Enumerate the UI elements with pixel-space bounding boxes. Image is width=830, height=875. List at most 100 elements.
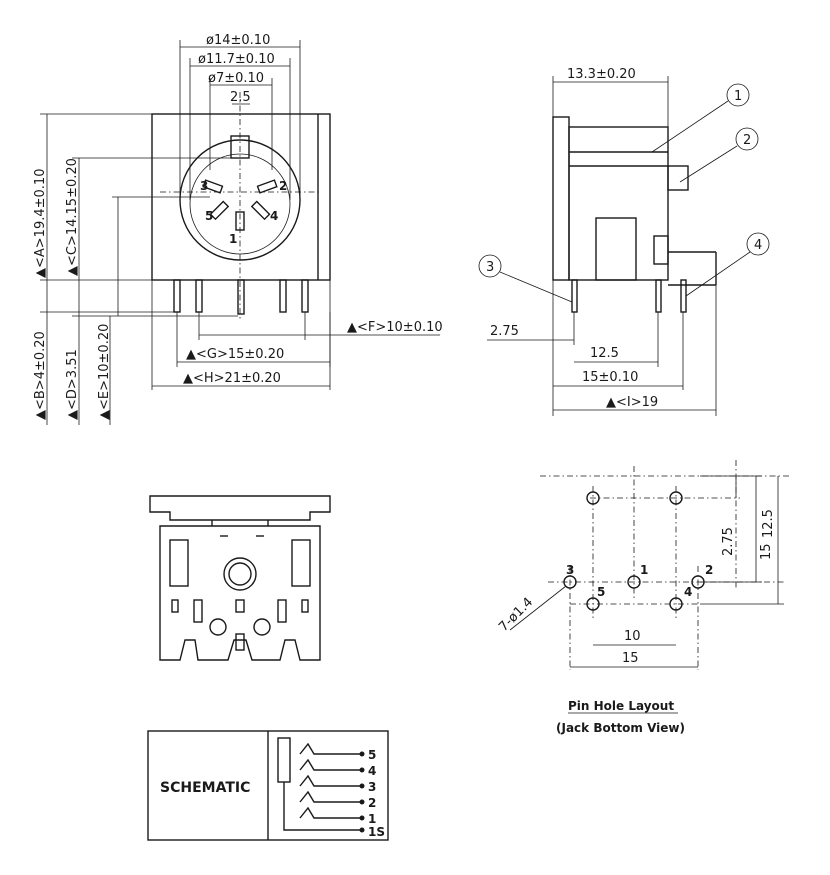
front-pin-label-4: 4 — [270, 209, 278, 223]
schematic-pin-1: 1 — [368, 812, 376, 826]
dim-F: ▲<F>10±0.10 — [347, 320, 443, 335]
pin-socket-5 — [209, 200, 230, 221]
schematic-pin-3: 3 — [368, 780, 376, 794]
callout-3 — [478, 254, 502, 278]
dim-H: ▲<H>21±0.20 — [183, 371, 281, 386]
hole-top-right — [669, 491, 683, 505]
pin-socket-3 — [202, 179, 224, 194]
rear-center-hole-inner — [228, 562, 252, 586]
rear-post-right — [253, 618, 271, 636]
rear-top-flange — [149, 495, 331, 521]
front-lead-3 — [237, 279, 245, 315]
rear-pin-slot-4 — [277, 599, 287, 623]
callout-2 — [735, 127, 759, 151]
front-lead-5 — [301, 279, 309, 313]
rear-body — [159, 525, 321, 661]
schematic-label: SCHEMATIC — [160, 780, 250, 796]
front-lead-2 — [195, 279, 203, 313]
dim-w25: 2.5 — [230, 90, 251, 105]
rear-slot-left — [169, 539, 189, 587]
rear-slot-right — [291, 539, 311, 587]
hole-top-left — [586, 491, 600, 505]
dim-A: ▲<A>19.4±0.10 — [33, 169, 48, 278]
rear-pin-slot-5 — [301, 599, 309, 613]
dim-C: ▲<C>14.15±0.20 — [65, 158, 80, 276]
callout-1-label: 1 — [734, 89, 742, 104]
side-view: 13.3±0.20 1 2 3 4 2.75 12.5 15±0.10 ▲<I>… — [478, 67, 770, 416]
pin-socket-4 — [250, 200, 271, 221]
front-pin-label-3: 3 — [200, 179, 208, 193]
side-tab — [667, 165, 689, 191]
hole-1 — [627, 575, 641, 589]
front-lead-4 — [279, 279, 287, 313]
dim-holes: 7-ø1.4 — [496, 595, 536, 635]
rear-pin-slot-center — [235, 633, 245, 651]
dim-side-15: 15±0.10 — [582, 370, 638, 385]
pin-hole-layout: 3 1 2 5 4 2.75 12.5 15 7-ø1.4 10 15 Pin … — [496, 460, 790, 735]
hole-3 — [563, 575, 577, 589]
side-latch — [653, 235, 669, 265]
schematic-contact-3 — [299, 774, 365, 789]
side-inner-block — [595, 217, 637, 281]
dim-E: ▲<E>10±0.20 — [97, 324, 112, 420]
front-view: 3 2 5 4 1 ø14±0.10 ø11.7±0.10 ø7±0.10 2.… — [33, 33, 443, 425]
pin-socket-2 — [256, 179, 278, 194]
rear-center-hole-outer — [223, 557, 257, 591]
pin-layout-subtitle: (Jack Bottom View) — [556, 721, 685, 735]
dim-pl-275: 2.75 — [721, 527, 736, 556]
dim-pl-10: 10 — [624, 629, 641, 644]
front-pin-label-2: 2 — [279, 179, 287, 193]
dim-side-275: 2.75 — [490, 324, 519, 339]
hole-label-5: 5 — [597, 585, 605, 599]
dim-I: ▲<I>19 — [606, 395, 658, 410]
schematic-contact-1 — [299, 806, 365, 821]
hole-label-4: 4 — [684, 585, 692, 599]
dim-w133: 13.3±0.20 — [567, 67, 636, 82]
dim-d117: ø11.7±0.10 — [198, 52, 275, 67]
front-pin-label-5: 5 — [205, 209, 213, 223]
dim-pl-w15: 15 — [622, 651, 639, 666]
side-lead-2 — [655, 279, 662, 313]
schematic-shield-line — [283, 782, 360, 831]
dim-B: ▲<B>4±0.20 — [33, 331, 48, 420]
front-pin-label-1: 1 — [229, 232, 237, 246]
schematic-contact-5 — [299, 742, 365, 757]
dim-G: ▲<G>15±0.20 — [186, 347, 284, 362]
callout-1 — [726, 83, 750, 107]
dim-side-125: 12.5 — [590, 346, 619, 361]
callout-3-label: 3 — [486, 260, 494, 275]
hole-5 — [586, 597, 600, 611]
pin-socket-1 — [235, 211, 245, 231]
schematic-pin-4: 4 — [368, 764, 376, 778]
schematic-shield-box — [277, 737, 291, 783]
rear-pin-slot-1 — [171, 599, 179, 613]
schematic-contact-1s-dot — [359, 827, 365, 833]
schematic-contact-2 — [299, 790, 365, 805]
rear-pin-slot-2 — [193, 599, 203, 623]
side-lead-1 — [571, 279, 578, 313]
hole-label-2: 2 — [705, 563, 713, 577]
dim-D: ▲<D>3.51 — [65, 349, 80, 420]
callout-2-label: 2 — [743, 133, 751, 148]
schematic-pin-2: 2 — [368, 796, 376, 810]
front-lead-1 — [173, 279, 181, 313]
rear-post-left — [209, 618, 227, 636]
schematic-pin-1s: 1S — [368, 825, 385, 839]
callout-4-label: 4 — [754, 238, 762, 253]
hole-label-3: 3 — [566, 563, 574, 577]
callout-4 — [746, 232, 770, 256]
rear-view — [149, 495, 331, 661]
dim-pl-15: 15 — [759, 543, 774, 560]
pin-layout-title: Pin Hole Layout — [568, 699, 674, 713]
dim-d7: ø7±0.10 — [208, 71, 264, 86]
side-flange — [552, 116, 570, 281]
hole-4 — [669, 597, 683, 611]
side-body — [568, 126, 669, 281]
schematic-contact-4 — [299, 758, 365, 773]
dim-d14: ø14±0.10 — [206, 33, 270, 48]
rear-pin-slot-3 — [235, 599, 245, 613]
schematic-pin-5: 5 — [368, 748, 376, 762]
schematic: SCHEMATIC 5 4 3 2 1 1S — [147, 730, 389, 841]
dim-pl-125: 12.5 — [761, 509, 776, 538]
